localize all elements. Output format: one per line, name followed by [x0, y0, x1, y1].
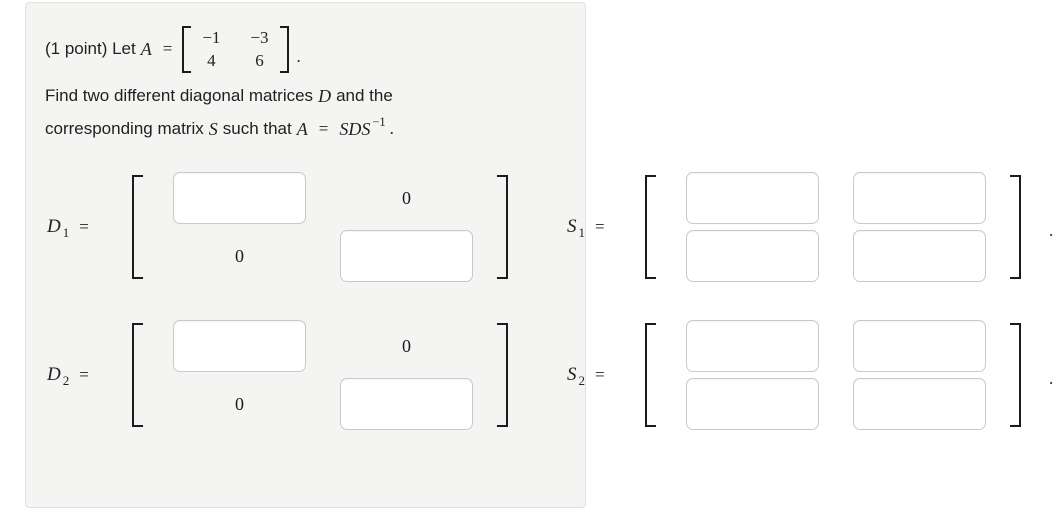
matrix-S2-input-r1c1[interactable]	[686, 320, 819, 372]
matrix-D2-cell-r1c2: 0	[340, 320, 473, 372]
equals-sign: =	[162, 39, 173, 58]
matrix-A-r1c2: −3	[250, 27, 269, 47]
matrix-A-r2c2: 6	[255, 50, 264, 70]
matrix-D2-cell-r2c2	[340, 378, 473, 430]
matrix-S1-grid	[686, 172, 986, 282]
matrix-S1-input-r2c1[interactable]	[686, 230, 819, 282]
var-S2-subscript: 2	[578, 373, 586, 388]
s1-equals: =	[595, 217, 605, 236]
problem-panel	[25, 2, 586, 508]
find-text: Find two different diagonal matrices	[45, 86, 314, 105]
var-A2: A	[296, 118, 308, 139]
d2-equals: =	[79, 365, 89, 384]
statement-line-3: corresponding matrix S such that A = SDS…	[45, 114, 394, 141]
d1-equals: =	[79, 217, 89, 236]
matrix-D1-left-bracket	[132, 175, 143, 279]
matrix-D1-zero-r2c1: 0	[235, 245, 244, 266]
matrix-S2-left-bracket	[645, 323, 656, 427]
matrix-D2-left-bracket	[132, 323, 143, 427]
s2-equals: =	[595, 365, 605, 384]
matrix-S1-cell-r1c2	[853, 172, 986, 224]
var-S2: S	[567, 364, 577, 385]
matrix-S2-right-bracket	[1010, 323, 1021, 427]
var-D1-subscript: 1	[62, 225, 70, 240]
statement-line-2: Find two different diagonal matrices D a…	[45, 84, 393, 108]
matrix-D2-input-r2c2[interactable]	[340, 378, 473, 430]
matrix-S2-grid	[686, 320, 986, 430]
s1-trailing-period: .	[1049, 221, 1054, 240]
matrix-S2-input-r2c1[interactable]	[686, 378, 819, 430]
matrix-D1-cell-r1c2: 0	[340, 172, 473, 224]
matrix-S2-cell-r2c1	[686, 378, 819, 430]
matrix-D2-label: D 2 =	[47, 364, 132, 388]
matrix-D2-input-r1c1[interactable]	[173, 320, 306, 372]
statement-period: .	[296, 47, 301, 66]
var-S1-subscript: 1	[578, 225, 586, 240]
matrix-D1-zero-r1c2: 0	[402, 187, 411, 208]
s2-trailing-period: .	[1049, 369, 1054, 388]
var-D: D	[318, 85, 332, 106]
var-SDS: SDS	[339, 118, 371, 139]
matrix-A-r2c1: 4	[207, 50, 216, 70]
corresponding-text: corresponding matrix	[45, 119, 204, 138]
matrix-S1-cell-r2c2	[853, 230, 986, 282]
var-A: A	[140, 38, 152, 59]
matrix-D2-cell-r2c1: 0	[173, 378, 306, 430]
matrix-S2-cell-r2c2	[853, 378, 986, 430]
matrix-D1-row: D 1 = 0 0	[47, 167, 508, 287]
matrix-S1-input-r1c1[interactable]	[686, 172, 819, 224]
matrix-A-entries: −1 −3 4 6	[191, 28, 279, 71]
matrix-S1-cell-r2c1	[686, 230, 819, 282]
matrix-S1-row: S 1 = .	[567, 167, 1053, 287]
matrix-D1-cell-r2c1: 0	[173, 230, 306, 282]
matrix-S2-input-r2c2[interactable]	[853, 378, 986, 430]
matrix-S2-input-r1c2[interactable]	[853, 320, 986, 372]
matrix-D1-right-bracket	[497, 175, 508, 279]
matrix-S1-input-r1c2[interactable]	[853, 172, 986, 224]
matrix-D1-cell-r1c1	[173, 172, 306, 224]
matrix-D1-cell-r2c2	[340, 230, 473, 282]
matrix-D2-grid: 0 0	[173, 320, 473, 430]
matrix-D2-zero-r1c2: 0	[402, 335, 411, 356]
equals-sign-2: =	[318, 119, 329, 138]
point-label: (1 point) Let	[45, 39, 136, 58]
matrix-A-r1c1: −1	[202, 27, 221, 47]
matrix-A: −1 −3 4 6	[182, 25, 289, 73]
sds-inverse-exponent: −1	[372, 114, 386, 129]
such-that-text: such that	[222, 119, 292, 138]
var-D2: D	[47, 364, 61, 385]
and-the-text: and the	[336, 86, 393, 105]
matrix-S1-cell-r1c1	[686, 172, 819, 224]
matrix-S1-left-bracket	[645, 175, 656, 279]
matrix-D2-zero-r2c1: 0	[235, 393, 244, 414]
matrix-A-left-bracket	[182, 25, 192, 73]
matrix-S1-label: S 1 =	[567, 216, 645, 240]
matrix-S2-row: S 2 = .	[567, 315, 1053, 435]
matrix-D1-input-r1c1[interactable]	[173, 172, 306, 224]
matrix-D1-grid: 0 0	[173, 172, 473, 282]
var-D1: D	[47, 216, 61, 237]
matrix-D1-input-r2c2[interactable]	[340, 230, 473, 282]
var-D2-subscript: 2	[62, 373, 70, 388]
statement-line-1: (1 point) Let A = −1 −3 4 6 .	[45, 21, 301, 77]
matrix-S2-label: S 2 =	[567, 364, 645, 388]
matrix-D2-right-bracket	[497, 323, 508, 427]
var-S1: S	[567, 216, 577, 237]
matrix-D2-cell-r1c1	[173, 320, 306, 372]
matrix-S1-input-r2c2[interactable]	[853, 230, 986, 282]
matrix-A-right-bracket	[279, 25, 289, 73]
var-S: S	[208, 118, 218, 139]
matrix-D1-label: D 1 =	[47, 216, 132, 240]
matrix-D2-row: D 2 = 0 0	[47, 315, 508, 435]
matrix-S2-cell-r1c1	[686, 320, 819, 372]
line3-period: .	[389, 119, 394, 138]
matrix-S1-right-bracket	[1010, 175, 1021, 279]
matrix-S2-cell-r1c2	[853, 320, 986, 372]
